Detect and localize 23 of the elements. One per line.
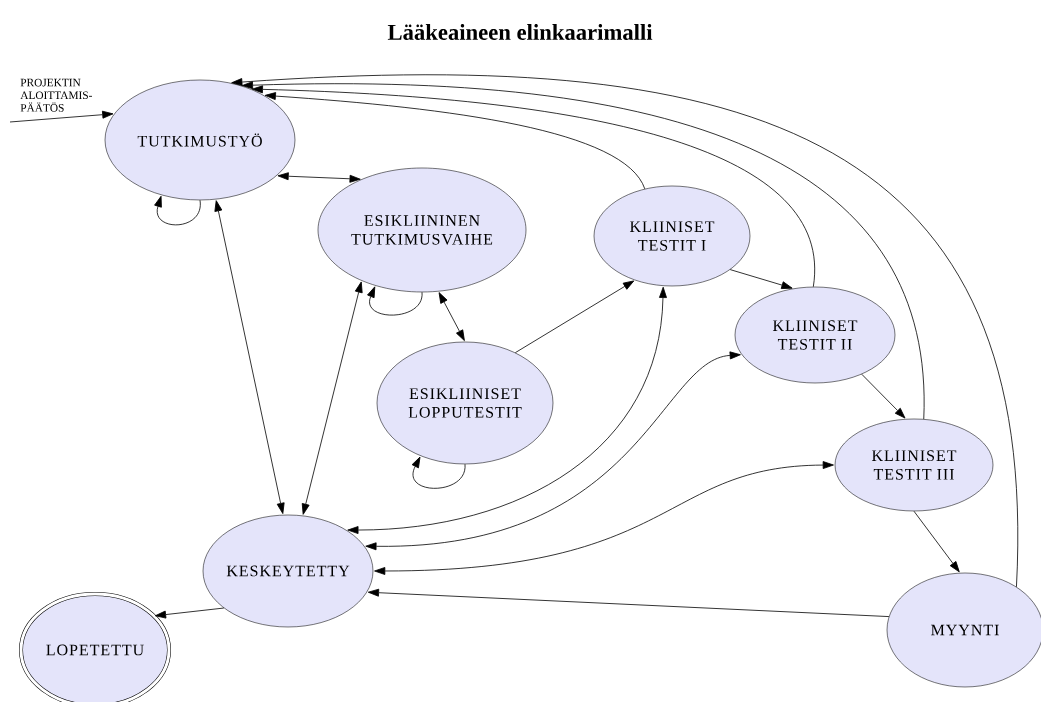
arrow [861,373,906,419]
arrow [514,280,635,354]
arrow [241,81,925,420]
arrow [374,461,834,575]
arrow [9,110,114,123]
arrow [729,269,793,289]
arrow [411,456,466,489]
arrow [438,292,465,341]
arrow [913,510,960,573]
arrow [367,588,890,617]
arrow [367,286,423,316]
arrow [347,286,667,534]
arrow [264,92,646,190]
arrow [365,351,741,551]
arrow [251,85,814,288]
arrow [154,607,225,619]
arrow [214,200,285,514]
arrow [277,172,361,183]
edge-label: PROJEKTIN ALOITTAMIS- PÄÄTÖS [20,78,92,112]
arrow [231,75,1017,588]
arrow [301,281,363,515]
title: Lääkeaineen elinkaarimalli [387,24,653,40]
arrow [154,195,201,226]
